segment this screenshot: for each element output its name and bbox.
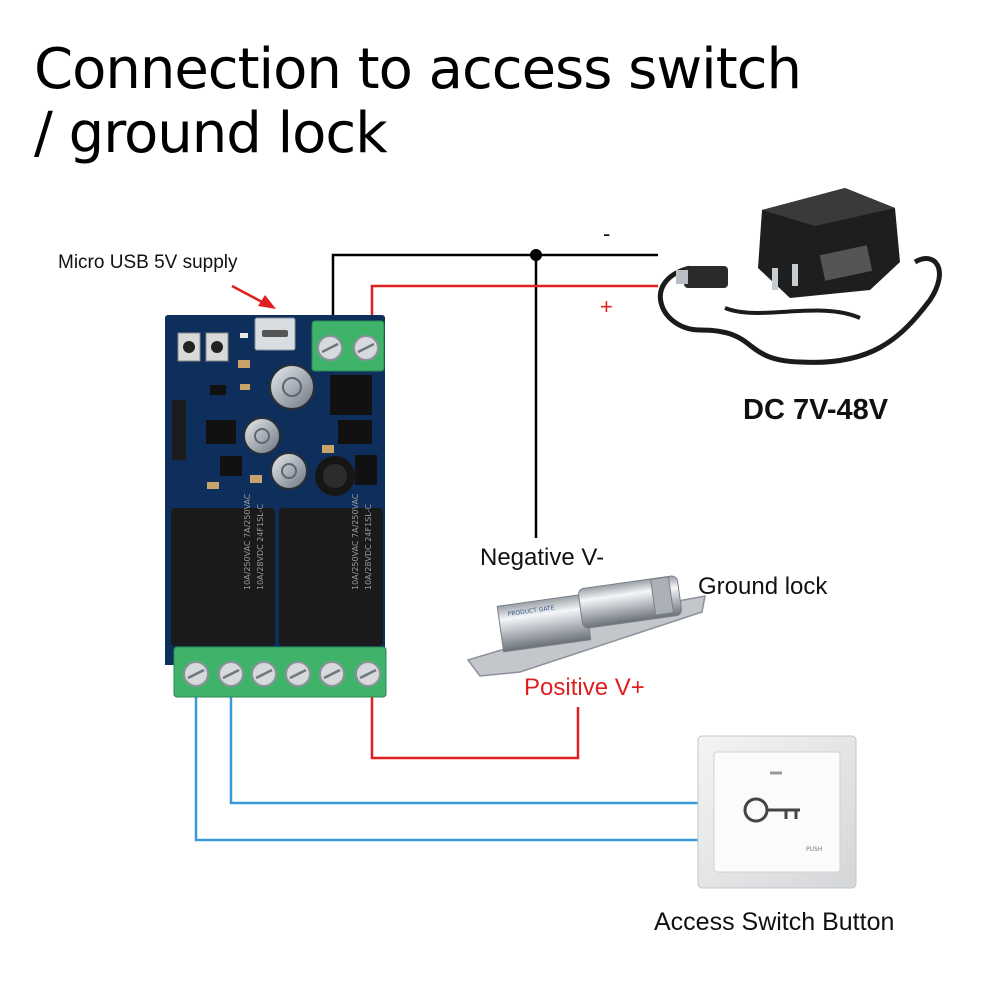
access-switch-button: PUSH: [697, 735, 857, 889]
relay-1-model: 10A/28VDC 24F1SL-C: [256, 504, 265, 590]
plus-label: +: [600, 294, 613, 319]
relay-1-rating: 10A/250VAC 7A/250VAC: [243, 493, 252, 590]
ground-lock: PRODUCT GATE: [466, 575, 706, 677]
access-button-label: Access Switch Button: [654, 908, 895, 936]
relay-1: 10A/250VAC 7A/250VAC 10A/28VDC 24F1SL-C: [171, 493, 275, 646]
relay-terminals: [173, 646, 387, 698]
terminal-slot-3: [255, 668, 273, 680]
switch-wires: [194, 678, 718, 842]
negative-label: Negative V-: [480, 544, 605, 571]
positive-label: Positive V+: [524, 674, 645, 701]
dc-range-label: DC 7V-48V: [743, 394, 889, 426]
junction-dot: [530, 249, 542, 261]
relay-2: 10A/250VAC 7A/250VAC 10A/28VDC 24F1SL-C: [279, 493, 383, 646]
terminal-slot-5: [323, 668, 341, 680]
terminal-slot-4: [289, 668, 307, 680]
positive-supply-wire: [370, 284, 658, 348]
relay-2-model: 10A/28VDC 24F1SL-C: [364, 504, 373, 590]
micro-usb-label: Micro USB 5V supply: [58, 252, 238, 273]
title-line-2: / ground lock: [34, 101, 388, 166]
terminal-slot-2: [222, 668, 240, 680]
power-adapter-icon: [658, 188, 942, 365]
power-terminal: [311, 320, 385, 372]
key-icon: [743, 797, 800, 823]
page-title: Connection to access switch / ground loc…: [34, 37, 802, 166]
ground-lock-label: Ground lock: [698, 573, 828, 600]
positive-lock-wire: [370, 678, 580, 760]
push-text: PUSH: [806, 846, 822, 853]
terminal-slot-1: [187, 668, 205, 680]
title-line-1: Connection to access switch: [34, 37, 802, 102]
minus-label: -: [603, 221, 611, 246]
relay-2-rating: 10A/250VAC 7A/250VAC: [351, 493, 360, 590]
arrow-icon: [231, 284, 276, 309]
terminal-slot-6: [359, 668, 377, 680]
relay-board: 10A/250VAC 7A/250VAC 10A/28VDC 24F1SL-C …: [165, 315, 387, 698]
